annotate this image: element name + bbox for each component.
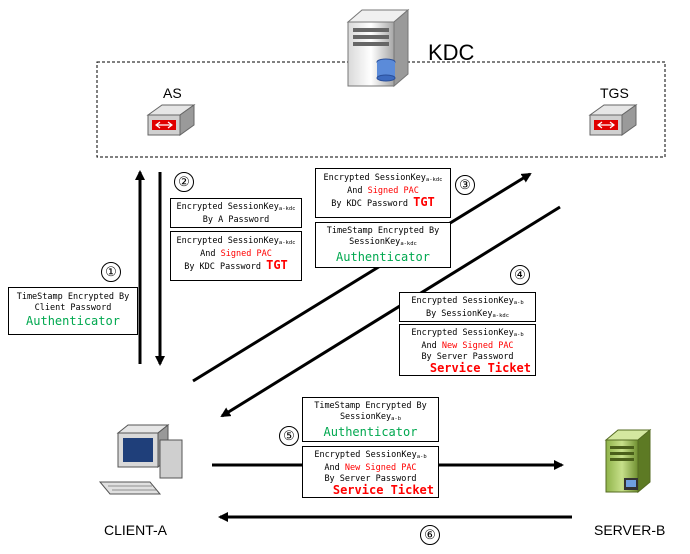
msg4a-line1-sub: a-b (513, 300, 524, 306)
tgs-router-icon (588, 104, 638, 136)
server-b-label: SERVER-B (594, 522, 666, 538)
msg2a-line1-sub: a-kdc (278, 206, 296, 212)
msg2b-line1: Encrypted SessionKey (176, 236, 279, 246)
msg2a-line1: Encrypted SessionKey (176, 202, 279, 212)
msg4b-line3: By Server Password (421, 352, 514, 362)
step-2-session-key-message: Encrypted SessionKeya-kdc By A Password (170, 198, 302, 228)
step-5-authenticator-message: TimeStamp Encrypted By SessionKeya-b Aut… (302, 397, 439, 442)
step-1-message: TimeStamp Encrypted By Client Password A… (8, 287, 138, 335)
step-5-marker: ⑤ (279, 426, 299, 446)
as-router-icon (146, 104, 196, 136)
msg3a-signed-pac: Signed PAC (367, 186, 419, 196)
msg4b-service-ticket-tag: Service Ticket (429, 361, 531, 375)
msg4a-line2: By SessionKey (425, 309, 493, 319)
as-label: AS (163, 85, 182, 101)
server-b-icon (604, 428, 652, 494)
msg3b-line2: SessionKey (349, 237, 401, 247)
msg5b-service-ticket-tag: Service Ticket (332, 483, 434, 497)
msg2b-signed-pac: Signed PAC (220, 249, 272, 259)
step-3-marker: ③ (455, 175, 475, 195)
msg5b-line1: Encrypted SessionKey (314, 450, 417, 460)
msg2b-line1-sub: a-kdc (278, 240, 296, 246)
step-5-service-ticket-message: Encrypted SessionKeya-b And New Signed P… (302, 446, 439, 498)
msg2b-tgt-tag: TGT (266, 258, 288, 272)
step-6-marker: ⑥ (420, 525, 440, 545)
msg3b-authenticator: Authenticator (336, 250, 430, 264)
kdc-server-icon (346, 8, 410, 88)
step-4-marker: ④ (510, 265, 530, 285)
msg5b-line1-sub: a-b (416, 454, 427, 460)
msg5a-line2-sub: a-b (391, 416, 402, 422)
msg4a-line2-sub: a-kdc (492, 313, 510, 319)
msg5b-line2-pre: And (324, 463, 345, 473)
step-2-tgt-message: Encrypted SessionKeya-kdc And Signed PAC… (170, 231, 302, 281)
msg4b-line1: Encrypted SessionKey (411, 328, 514, 338)
msg3a-line2-pre: And (347, 186, 368, 196)
step-3-tgt-message: Encrypted SessionKeya-kdc And Signed PAC… (315, 168, 451, 218)
msg3b-line1: TimeStamp Encrypted By (326, 226, 440, 236)
msg5a-authenticator: Authenticator (323, 425, 418, 439)
msg3a-line1: Encrypted SessionKey (323, 173, 426, 183)
client-computer-icon (98, 423, 183, 495)
msg3b-line2-sub: a-kdc (400, 241, 417, 247)
step-1-marker: ① (101, 262, 121, 282)
msg5b-line3: By Server Password (324, 474, 417, 484)
msg5a-line2: SessionKey (339, 412, 392, 422)
tgs-label: TGS (600, 85, 629, 101)
msg2b-line3: By KDC Password (184, 262, 261, 272)
msg3a-line3: By KDC Password (331, 199, 408, 209)
kdc-region (96, 61, 666, 158)
step-2-marker: ② (174, 172, 194, 192)
arrow-step-3 (192, 172, 532, 383)
client-a-label: CLIENT-A (104, 522, 168, 538)
msg2a-line2: By A Password (202, 215, 270, 225)
msg4a-line1: Encrypted SessionKey (411, 296, 514, 306)
msg5a-line1: TimeStamp Encrypted By (314, 401, 427, 411)
msg4b-line2-pre: And (421, 341, 442, 351)
msg4b-line1-sub: a-b (513, 332, 524, 338)
step-4-session-key-message: Encrypted SessionKeya-b By SessionKeya-k… (399, 292, 536, 322)
msg2b-line2-pre: And (200, 249, 221, 259)
msg5b-new-signed-pac: New Signed PAC (344, 463, 417, 473)
msg3a-tgt-tag: TGT (413, 195, 435, 209)
msg3a-line1-sub: a-kdc (425, 177, 443, 183)
msg4b-new-signed-pac: New Signed PAC (441, 341, 514, 351)
msg1-line2: Client Password (34, 303, 112, 313)
step-4-service-ticket-message: Encrypted SessionKeya-b And New Signed P… (399, 324, 536, 376)
msg1-authenticator: Authenticator (26, 314, 120, 328)
msg1-line1: TimeStamp Encrypted By (16, 292, 130, 302)
kdc-label: KDC (428, 40, 475, 65)
step-3-authenticator-message: TimeStamp Encrypted By SessionKeya-kdc A… (315, 222, 451, 268)
arrow-step-4 (220, 205, 561, 418)
